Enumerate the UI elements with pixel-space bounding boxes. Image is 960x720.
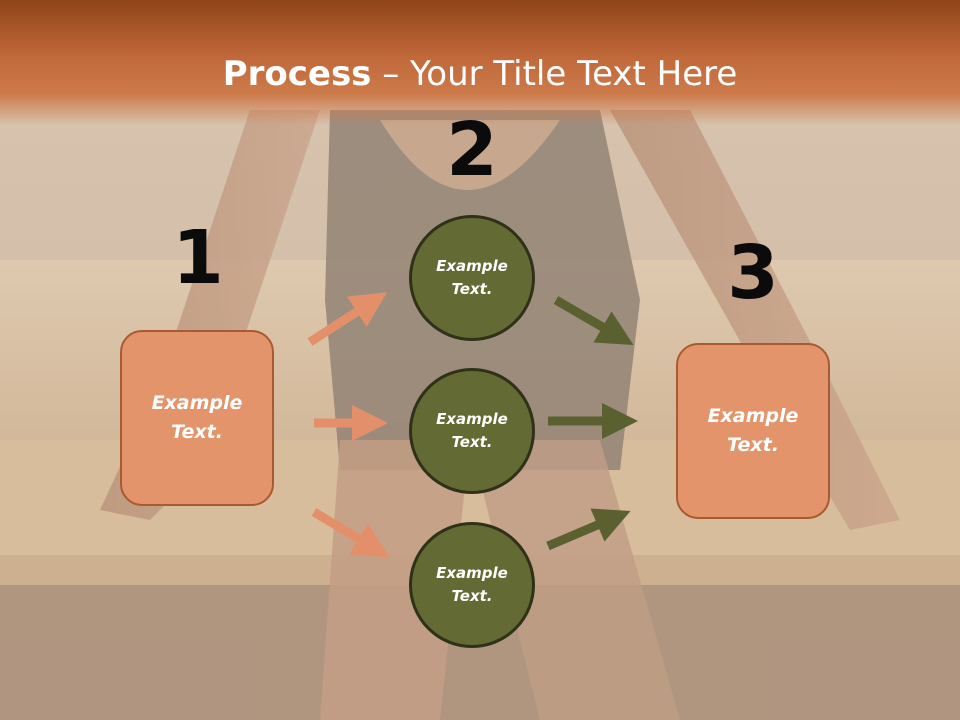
circle-top-text: Example Text. (436, 257, 508, 298)
circle-middle-text: Example Text. (436, 410, 508, 451)
step2-circle-bottom[interactable]: Example Text. (409, 522, 535, 648)
arrow-left-to-top (307, 292, 388, 346)
step3-box[interactable]: Example Text. (676, 343, 830, 519)
step-number-2: 2 (446, 107, 498, 193)
title-rest: – Your Title Text Here (371, 54, 738, 94)
step3-box-text: Example Text. (707, 405, 799, 456)
arrow-top-to-right (553, 296, 634, 346)
title-bar (0, 0, 960, 125)
step-number-3: 3 (727, 230, 779, 316)
arrow-left-to-bottom (311, 508, 390, 558)
step2-circle-middle[interactable]: Example Text. (409, 368, 535, 494)
arrow-bottom-to-right (546, 508, 631, 551)
step-number-1: 1 (172, 215, 224, 301)
step1-box[interactable]: Example Text. (120, 330, 274, 506)
circle-bottom-text: Example Text. (436, 564, 508, 605)
step2-circle-top[interactable]: Example Text. (409, 215, 535, 341)
step1-box-text: Example Text. (151, 392, 243, 443)
slide-title: Process – Your Title Text Here (0, 50, 960, 98)
title-bold: Process (222, 54, 372, 94)
